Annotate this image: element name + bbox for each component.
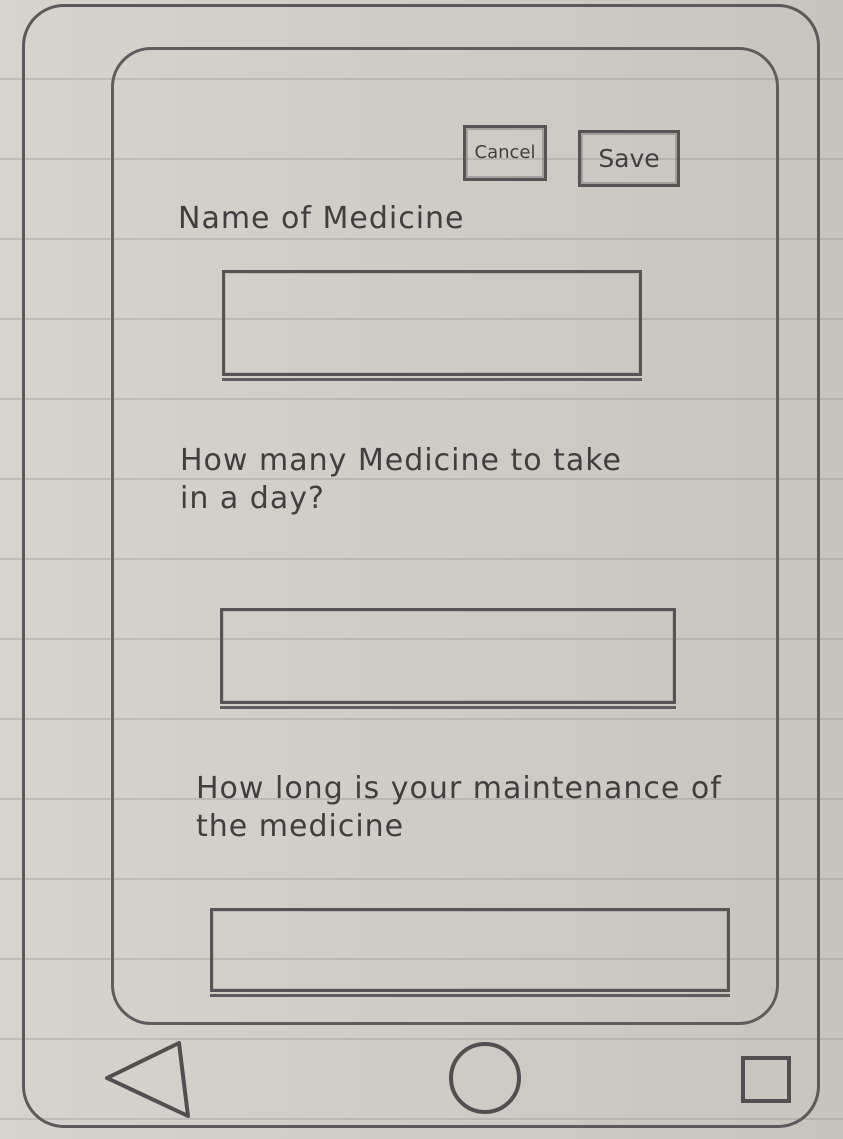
cancel-button[interactable]: Cancel [463,125,547,181]
medicine-count-label: How many Medicine to take in a day? [180,443,623,516]
phone-frame: Cancel Save Name of Medicine How many Me… [22,4,820,1128]
medicine-count-input[interactable] [220,608,676,709]
recent-square-icon [741,1056,791,1103]
app-screen: Cancel Save Name of Medicine How many Me… [111,47,779,1025]
back-triangle-icon [105,1041,190,1118]
recent-apps-button[interactable] [739,1053,795,1107]
medicine-name-input[interactable] [222,270,642,381]
save-button[interactable]: Save [578,130,680,187]
maintenance-label: How long is your maintenance of the medi… [196,771,722,844]
back-nav-button[interactable] [105,1039,195,1121]
home-nav-button[interactable] [445,1038,525,1118]
medicine-name-label: Name of Medicine [178,201,465,236]
home-circle-icon [449,1042,521,1114]
maintenance-input[interactable] [210,908,730,997]
